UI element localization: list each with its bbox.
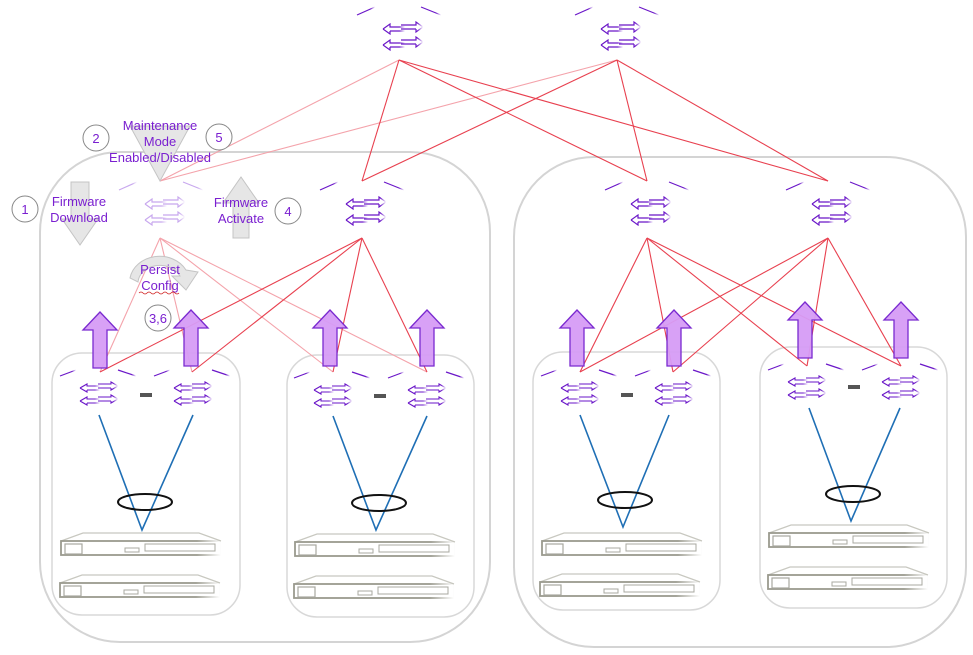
link <box>579 237 648 373</box>
link <box>827 237 902 367</box>
leaf-switch-1a[interactable] <box>57 369 139 413</box>
spine-switch-1[interactable] <box>354 6 444 64</box>
pod1-agg-switch-1-upgrading[interactable] <box>116 181 206 239</box>
link <box>159 237 428 373</box>
leaf-switch-3b[interactable] <box>632 369 714 413</box>
link <box>159 59 618 182</box>
servers <box>59 524 930 599</box>
persist-config-cycle-icon <box>129 255 199 291</box>
lag-ellipse <box>825 485 881 503</box>
lag-ellipse <box>597 491 653 509</box>
upload-arrow-icon <box>82 311 118 369</box>
lag-ellipse <box>351 494 407 512</box>
maintenance-mode-label-line2: Mode <box>144 134 177 149</box>
link <box>579 237 829 373</box>
maintenance-mode-triangle-icon <box>129 125 191 183</box>
pod1-agg-switch-2[interactable] <box>317 181 407 239</box>
server[interactable] <box>293 575 455 599</box>
step-badge-5: 5 <box>205 123 233 151</box>
pod1-rack1-leaves <box>57 369 233 413</box>
lag-ellipse <box>117 493 173 511</box>
pod2-rack2-leaves <box>765 363 941 407</box>
server[interactable] <box>767 566 929 590</box>
server-link <box>579 414 670 530</box>
server[interactable] <box>539 573 701 597</box>
firmware-activate-arrow-icon <box>222 176 260 239</box>
upload-arrow-icon <box>559 309 595 367</box>
link <box>361 59 618 182</box>
pod1-rack1-container <box>51 352 241 616</box>
server[interactable] <box>59 574 221 598</box>
pod1-rack2-leaves <box>291 371 467 415</box>
upload-arrow-icon <box>312 309 348 367</box>
link <box>99 237 363 373</box>
maintenance-mode-label-line3: Enabled/Disabled <box>109 150 211 165</box>
leaf-switch-4b[interactable] <box>859 363 941 407</box>
link <box>159 237 334 373</box>
leaf-switch-4a[interactable] <box>765 363 847 407</box>
pod2-agg-switch-1[interactable] <box>602 181 692 239</box>
leaf-switch-2a[interactable] <box>291 371 373 415</box>
link <box>398 59 829 182</box>
firmware-download-arrow-icon <box>61 181 99 246</box>
spellcheck-underline <box>138 291 180 295</box>
step-number: 1 <box>21 202 28 217</box>
link <box>191 237 363 373</box>
upload-arrow-icon <box>409 309 445 367</box>
firmware-download-label-line2: Download <box>50 210 108 225</box>
pod2-rack1-leaves <box>538 369 714 413</box>
step-annotations: 1 2 5 4 3,6 Firmware Download Maintenanc… <box>11 118 302 332</box>
pod2-rack2-container <box>759 346 948 609</box>
step-number: 2 <box>92 131 99 146</box>
link <box>616 59 648 182</box>
server[interactable] <box>541 532 703 556</box>
firmware-activate-label-line2: Activate <box>218 211 264 226</box>
pod2-agg-switch-2[interactable] <box>783 181 873 239</box>
pod2-rack1-container <box>532 351 721 611</box>
step-badge-3-6: 3,6 <box>144 304 172 332</box>
server-link <box>98 414 194 533</box>
leaf-switch-1b[interactable] <box>151 369 233 413</box>
pod-2-container <box>513 156 967 648</box>
link <box>361 59 400 182</box>
pod-containers <box>39 151 967 648</box>
step-number: 5 <box>215 130 222 145</box>
persist-config-label-line2: Config <box>141 278 179 293</box>
pod1-rack2-container <box>286 354 475 618</box>
firmware-activate-label-line1: Firmware <box>214 195 268 210</box>
spine-switch-2[interactable] <box>572 6 662 64</box>
link <box>159 59 400 182</box>
persist-config-label-line1: Persist <box>140 262 180 277</box>
step-badge-2: 2 <box>82 124 110 152</box>
step-badge-4: 4 <box>274 197 302 225</box>
maintenance-mode-label-line1: Maintenance <box>123 118 197 133</box>
server[interactable] <box>60 532 222 556</box>
server[interactable] <box>294 533 456 557</box>
link <box>398 59 648 182</box>
link <box>646 237 808 367</box>
firmware-download-label-line1: Firmware <box>52 194 106 209</box>
upload-arrow-icon <box>787 301 823 359</box>
spine-links <box>159 59 829 182</box>
agg-links <box>99 237 902 373</box>
link <box>616 59 829 182</box>
step-number: 3,6 <box>149 311 167 326</box>
link <box>361 237 428 373</box>
link <box>646 237 902 367</box>
link <box>332 237 363 373</box>
leaf-switch-2b[interactable] <box>385 371 467 415</box>
link <box>672 237 829 373</box>
server-links <box>98 407 901 533</box>
server-link <box>808 407 901 524</box>
server[interactable] <box>768 524 930 548</box>
pod-1-container <box>39 151 491 643</box>
step-badge-1: 1 <box>11 195 39 223</box>
upload-arrow-icon <box>883 301 919 359</box>
server-link <box>332 415 428 533</box>
step-number: 4 <box>284 204 291 219</box>
leaf-switch-3a[interactable] <box>538 369 620 413</box>
